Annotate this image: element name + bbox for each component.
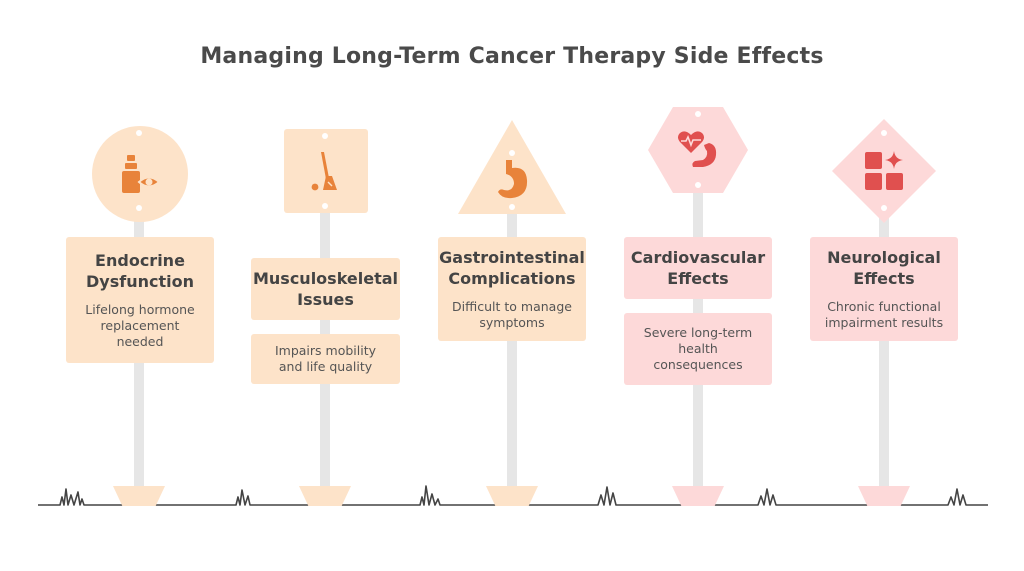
bone-leg-icon bbox=[311, 152, 337, 191]
card-description: Difficult to manage symptoms bbox=[452, 299, 572, 330]
card-title: Endocrine Dysfunction bbox=[86, 251, 194, 291]
stomach-icon bbox=[498, 160, 528, 199]
card-title: Cardiovascular Effects bbox=[630, 248, 766, 288]
card-cardiovascular-description: Severe long-term health consequences bbox=[624, 313, 772, 385]
rivet bbox=[881, 130, 887, 136]
card-endocrine: Endocrine Dysfunction Lifelong hormone r… bbox=[66, 237, 214, 363]
card-title: Musculoskeletal Issues bbox=[252, 269, 399, 309]
card-cardiovascular-title: Cardiovascular Effects bbox=[624, 237, 772, 299]
rivet bbox=[509, 204, 515, 210]
card-description: Chronic functional impairment results bbox=[824, 299, 944, 330]
card-gastrointestinal: Gastrointestinal Complications Difficult… bbox=[438, 237, 586, 341]
card-neurological: Neurological Effects Chronic functional … bbox=[810, 237, 958, 341]
signpost-base bbox=[672, 486, 724, 506]
page-title: Managing Long-Term Cancer Therapy Side E… bbox=[200, 44, 824, 69]
sign-hexagon bbox=[648, 107, 748, 193]
card-musculoskeletal-description: Impairs mobility and life quality bbox=[251, 334, 400, 384]
signpost-base bbox=[486, 486, 538, 506]
card-description: Lifelong hormone replacement needed bbox=[85, 302, 195, 349]
hormone-bottle-eye-icon bbox=[122, 155, 161, 193]
sign-square bbox=[284, 129, 368, 213]
card-title: Neurological Effects bbox=[827, 248, 941, 288]
signpost-base bbox=[113, 486, 165, 506]
rivet bbox=[136, 130, 142, 136]
rivet bbox=[695, 111, 701, 117]
grid-sparkle-icon bbox=[865, 151, 903, 190]
rivet bbox=[881, 205, 887, 211]
rivet bbox=[136, 205, 142, 211]
rivet bbox=[322, 203, 328, 209]
card-description: Impairs mobility and life quality bbox=[274, 343, 377, 374]
rivet bbox=[322, 133, 328, 139]
signpost-base bbox=[858, 486, 910, 506]
rivet bbox=[695, 182, 701, 188]
card-description: Severe long-term health consequences bbox=[643, 325, 753, 372]
signpost-pole bbox=[320, 150, 330, 490]
card-title: Gastrointestinal Complications bbox=[439, 248, 585, 288]
card-musculoskeletal-title: Musculoskeletal Issues bbox=[251, 258, 400, 320]
signpost-base bbox=[299, 486, 351, 506]
rivet bbox=[509, 150, 515, 156]
heart-muscle-icon bbox=[678, 131, 717, 167]
